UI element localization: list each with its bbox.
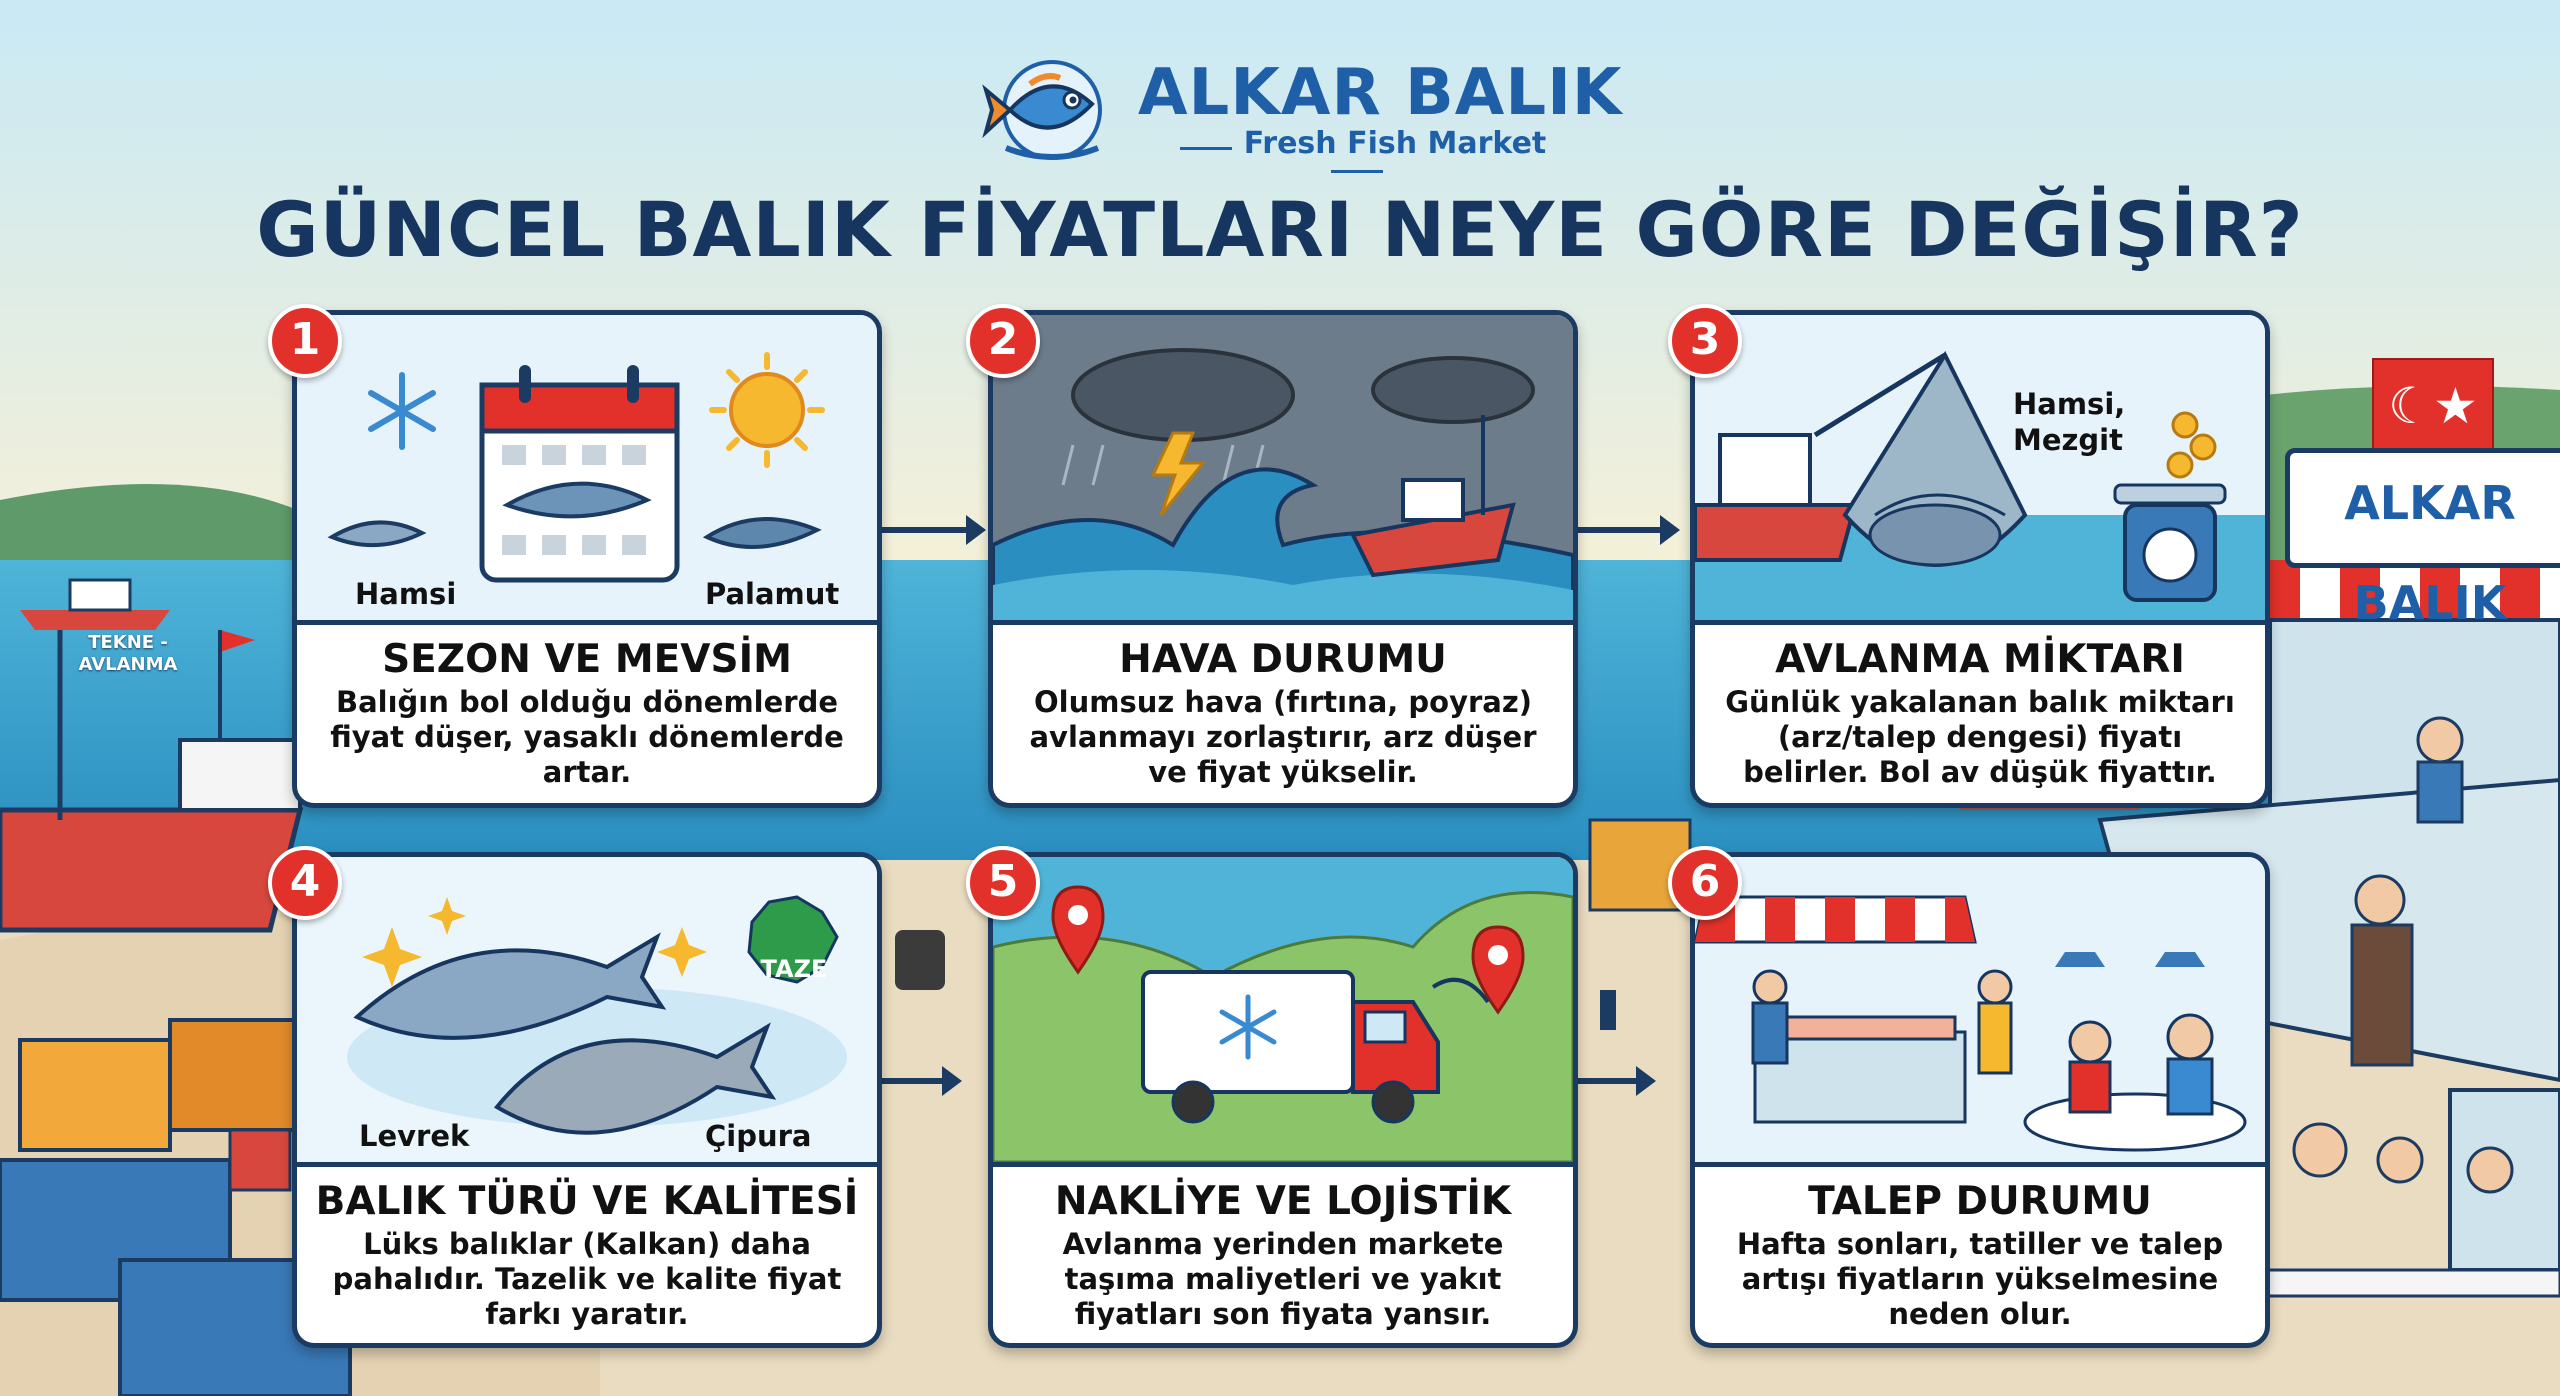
card-text: Lüks balıklar (Kalkan) daha pahalıdır. T… xyxy=(332,1227,842,1331)
card-title: HAVA DURUMU xyxy=(1119,637,1447,682)
customers-icon xyxy=(1751,969,2013,1075)
card-fish-type: TAZE Levrek Çipura BALIK TÜRÜ VE KALİTES… xyxy=(292,852,882,1348)
step-number-badge: 5 xyxy=(966,846,1040,920)
card-illustration: Hamsi Palamut xyxy=(297,315,877,620)
coin-icon xyxy=(2166,411,2217,479)
store-sign: ALKAR BALIK xyxy=(2285,448,2560,630)
fishing-net-icon xyxy=(1842,350,2028,567)
taze-badge xyxy=(747,895,839,984)
taze-badge-label: TAZE xyxy=(760,955,828,983)
card-text: Hafta sonları, tatiller ve talep artışı … xyxy=(1736,1227,2224,1331)
map-pin-icon xyxy=(1051,885,1105,975)
lightning-icon xyxy=(1150,431,1207,516)
sun-icon xyxy=(709,352,825,468)
arrow-right-icon xyxy=(1572,1066,1656,1096)
snowflake-icon xyxy=(368,372,436,450)
fish-label-levrek: Levrek xyxy=(359,1119,470,1153)
fish-label-hamsi: Hamsi xyxy=(355,577,457,611)
fish-logo-icon xyxy=(982,60,1102,160)
lamp-icon xyxy=(2055,952,2205,967)
boat-label: TEKNE - AVLANMA xyxy=(78,632,178,675)
fish-label-palamut: Palamut xyxy=(705,577,840,611)
map-pin-icon xyxy=(1471,925,1525,1015)
brand-subtitle: Fresh Fish Market xyxy=(1243,126,1547,161)
brand-subtitle-row: Fresh Fish Market xyxy=(1138,126,1576,180)
step-number-badge: 2 xyxy=(966,304,1040,378)
card-text: Avlanma yerinden markete taşıma maliyetl… xyxy=(1062,1227,1504,1331)
card-illustration xyxy=(993,857,1573,1162)
divider xyxy=(297,1162,877,1167)
card-title: BALIK TÜRÜ VE KALİTESİ xyxy=(315,1179,859,1224)
arrow-right-icon xyxy=(878,1066,962,1096)
page-title: GÜNCEL BALIK FİYATLARI NEYE GÖRE DEĞİŞİR… xyxy=(256,185,2304,274)
divider xyxy=(993,1162,1573,1167)
step-number-badge: 4 xyxy=(268,846,342,920)
divider xyxy=(1331,170,1383,173)
card-logistics: NAKLİYE VE LOJİSTİK Avlanma yerinden mar… xyxy=(988,852,1578,1348)
fish-label-hamsi: Hamsi, xyxy=(2013,387,2126,421)
fish-label-mezgit: Mezgit xyxy=(2013,423,2123,457)
divider xyxy=(1179,147,1232,150)
card-title: SEZON VE MEVSİM xyxy=(382,637,792,682)
turkish-flag-icon: ☾★ xyxy=(2372,358,2494,454)
cipura-fish-icon xyxy=(494,1022,777,1135)
step-number-badge: 3 xyxy=(1668,304,1742,378)
card-text: Olumsuz hava (fırtına, poyraz) avlanmayı… xyxy=(1029,685,1537,789)
divider xyxy=(993,620,1573,625)
card-title: TALEP DURUMU xyxy=(1808,1179,2152,1224)
brand-name: ALKAR BALIK xyxy=(1138,56,1623,130)
card-season: Hamsi Palamut SEZON VE MEVSİM Balığın bo… xyxy=(292,310,882,808)
divider xyxy=(1695,620,2265,625)
card-catch-amount: Hamsi, Mezgit AVLANMA MİKTARI Günlük yak… xyxy=(1690,310,2270,808)
palamut-fish-icon xyxy=(702,517,822,549)
calendar-icon xyxy=(479,365,680,583)
step-number-badge: 1 xyxy=(268,304,342,378)
family-dining-icon xyxy=(2023,1013,2247,1152)
card-illustration xyxy=(993,315,1573,620)
card-text: Balığın bol olduğu dönemlerde fiyat düşe… xyxy=(330,685,844,789)
storm-cloud-icon xyxy=(1071,348,1535,442)
step-number-badge: 6 xyxy=(1668,846,1742,920)
card-title: AVLANMA MİKTARI xyxy=(1775,637,2185,682)
market-stall-icon xyxy=(1695,895,1977,1124)
arrow-right-icon xyxy=(1572,515,1680,545)
card-illustration: TAZE Levrek Çipura xyxy=(297,857,877,1162)
card-illustration xyxy=(1695,857,2265,1162)
card-demand: TALEP DURUMU Hafta sonları, tatiller ve … xyxy=(1690,852,2270,1348)
fishing-boat-icon xyxy=(1695,352,1947,562)
scale-icon xyxy=(2113,483,2227,602)
sparkle-icon xyxy=(362,897,707,987)
hamsi-fish-icon xyxy=(327,520,427,547)
card-illustration: Hamsi, Mezgit xyxy=(1695,315,2265,620)
divider xyxy=(1695,1162,2265,1167)
fish-label-cipura: Çipura xyxy=(705,1119,812,1153)
levrek-fish-icon xyxy=(353,932,667,1040)
card-title: NAKLİYE VE LOJİSTİK xyxy=(1054,1179,1512,1224)
arrow-right-icon xyxy=(878,515,986,545)
boat-icon xyxy=(1350,415,1516,578)
card-weather: HAVA DURUMU Olumsuz hava (fırtına, poyra… xyxy=(988,310,1578,808)
snowflake-icon xyxy=(1219,994,1277,1060)
divider xyxy=(297,620,877,625)
crescent-star-icon: ☾★ xyxy=(2388,377,2478,435)
card-text: Günlük yakalanan balık miktarı (arz/tale… xyxy=(1725,685,2235,789)
